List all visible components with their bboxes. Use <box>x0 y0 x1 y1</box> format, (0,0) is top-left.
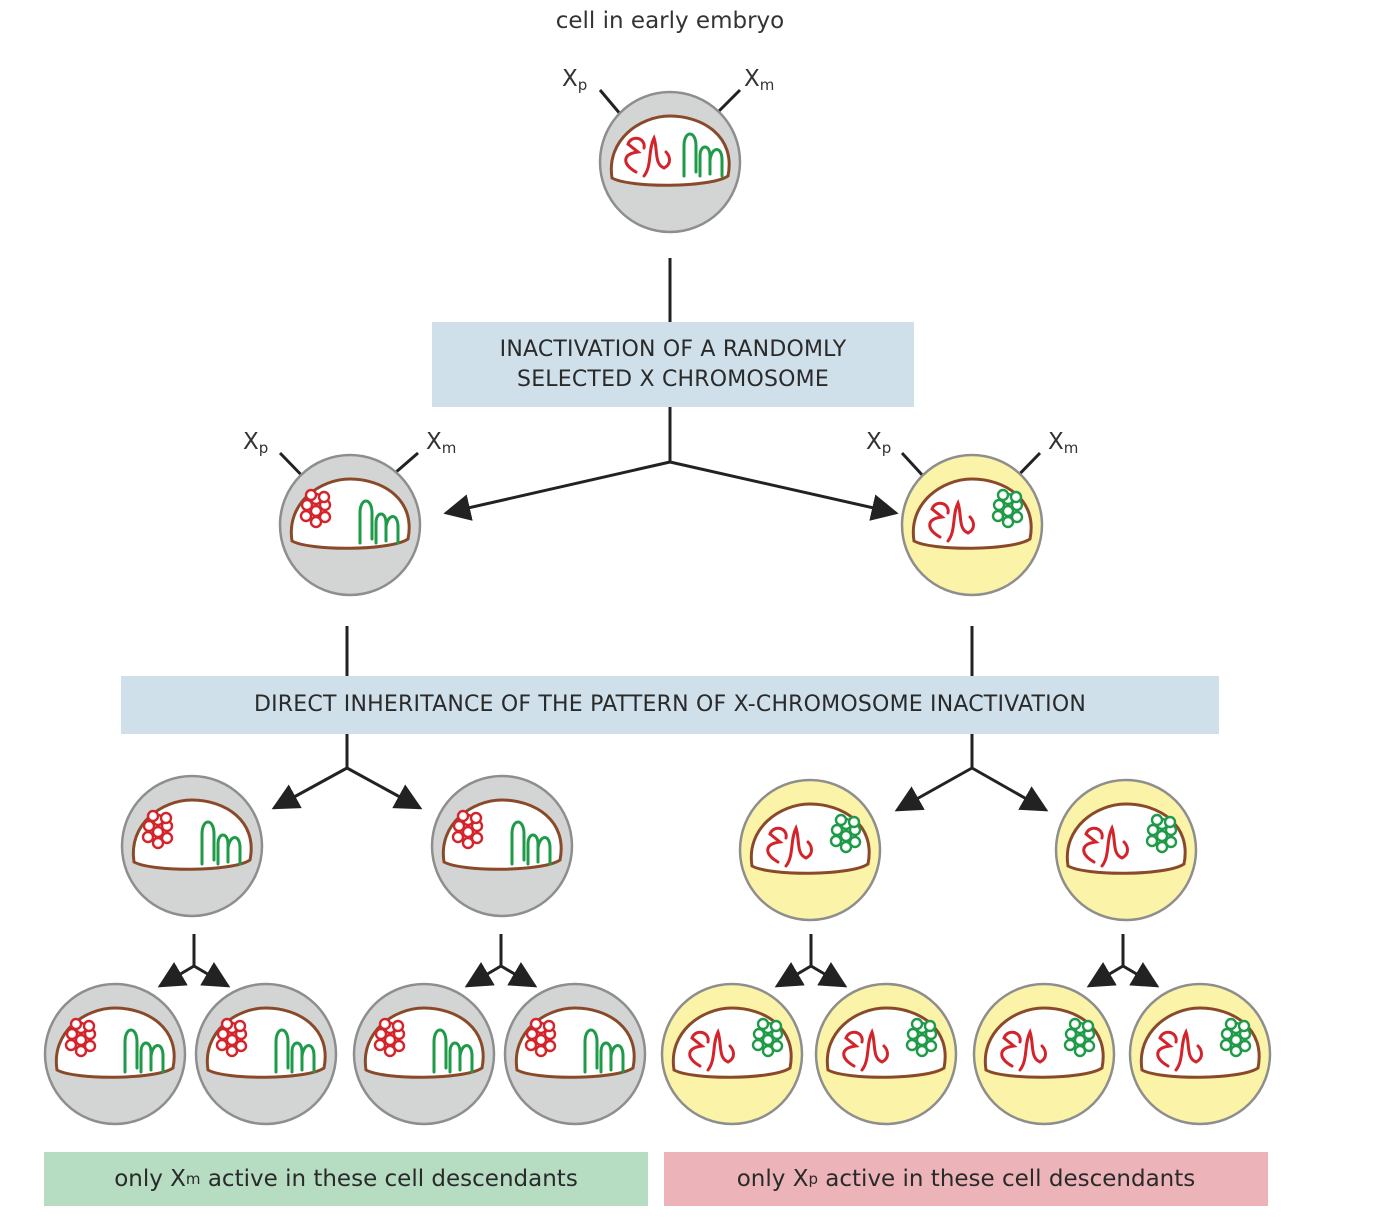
xp-label-top: Xp <box>562 66 588 94</box>
arrow-gen2-a <box>271 766 348 810</box>
inactive-paternal-x-icon <box>373 1017 406 1058</box>
active-paternal-x-icon <box>688 1028 735 1072</box>
xp-label-left: Xp <box>243 429 269 457</box>
arrow-gen3-a-left <box>157 962 195 988</box>
arrow-gen3-d-right <box>1122 962 1160 988</box>
active-maternal-x-icon <box>510 820 552 866</box>
random-inactivation-line-2: SELECTED X CHROMOSOME <box>517 366 829 392</box>
active-maternal-x-icon <box>200 820 242 866</box>
random-inactivation-box: INACTIVATION OF A RANDOMLY SELECTED X CH… <box>432 322 914 407</box>
active-maternal-x-icon <box>123 1028 165 1074</box>
connector-lines <box>157 88 1160 988</box>
inactive-paternal-x-icon <box>299 488 332 529</box>
cells <box>43 90 1272 1126</box>
xm-active-cell-gen1 <box>278 453 422 597</box>
diagram-title: cell in early embryo <box>555 8 785 34</box>
active-paternal-x-icon <box>624 134 671 178</box>
active-paternal-x-icon <box>1156 1028 1203 1072</box>
xm-active-cell-gen3-2 <box>194 982 338 1126</box>
xp-active-cell-gen3-5 <box>660 982 804 1126</box>
active-paternal-x-icon <box>1000 1028 1047 1072</box>
random-inactivation-line-1: INACTIVATION OF A RANDOMLY <box>499 336 847 362</box>
xm-label-right: Xm <box>1048 429 1079 457</box>
active-maternal-x-icon <box>583 1028 625 1074</box>
arrow-gen3-b-right <box>500 962 538 988</box>
inactive-paternal-x-icon <box>524 1017 557 1058</box>
inactive-maternal-x-icon <box>829 813 862 854</box>
xm-active-cell-gen2-a <box>120 774 264 918</box>
xp-label-right: Xp <box>866 429 892 457</box>
xp-active-cell-gen2-d <box>1054 778 1198 922</box>
xm-label-left: Xm <box>426 429 457 457</box>
inactive-maternal-x-icon <box>751 1017 784 1058</box>
xm-label-top: Xm <box>744 66 775 94</box>
xm-active-cell-gen3-1 <box>43 982 187 1126</box>
arrow-gen3-a-right <box>193 962 231 988</box>
active-maternal-x-icon <box>274 1028 316 1074</box>
arrow-gen3-c-left <box>774 962 812 988</box>
inactive-paternal-x-icon <box>141 809 174 850</box>
xm-active-cell-gen3-3 <box>352 982 496 1126</box>
arrow-gen2-c <box>894 766 973 812</box>
active-paternal-x-icon <box>928 499 975 543</box>
active-paternal-x-icon <box>1082 824 1129 868</box>
arrow-gen3-c-right <box>810 962 848 988</box>
inactive-paternal-x-icon <box>451 809 484 850</box>
xp-active-cell-gen3-7 <box>972 982 1116 1126</box>
arrow-gen2-d <box>971 766 1049 812</box>
inactive-maternal-x-icon <box>1145 813 1178 854</box>
arrow-gen3-d-left <box>1086 962 1124 988</box>
inactive-maternal-x-icon <box>1219 1017 1252 1058</box>
early-embryo-cell <box>598 90 742 234</box>
xm-active-cell-gen2-b <box>430 774 574 918</box>
arrow-to-right-cell <box>669 460 899 521</box>
inactive-paternal-x-icon <box>64 1017 97 1058</box>
inactive-maternal-x-icon <box>1063 1017 1096 1058</box>
direct-inheritance-box: DIRECT INHERITANCE OF THE PATTERN OF X-C… <box>121 676 1219 734</box>
active-maternal-x-icon <box>432 1028 474 1074</box>
active-paternal-x-icon <box>766 824 813 868</box>
arrow-gen3-b-left <box>464 962 502 988</box>
active-maternal-x-icon <box>358 499 400 545</box>
active-maternal-x-icon <box>682 132 724 178</box>
xp-active-cell-gen3-6 <box>814 982 958 1126</box>
xp-active-cell-gen3-8 <box>1128 982 1272 1126</box>
inactive-maternal-x-icon <box>905 1017 938 1058</box>
arrow-gen2-b <box>346 766 423 810</box>
active-paternal-x-icon <box>842 1028 889 1072</box>
inactive-maternal-x-icon <box>991 488 1024 529</box>
arrow-to-left-cell <box>443 460 671 521</box>
inactive-paternal-x-icon <box>215 1017 248 1058</box>
xp-active-cell-gen1 <box>900 453 1044 597</box>
xp-active-cell-gen2-c <box>738 778 882 922</box>
xm-active-cell-gen3-4 <box>503 982 647 1126</box>
